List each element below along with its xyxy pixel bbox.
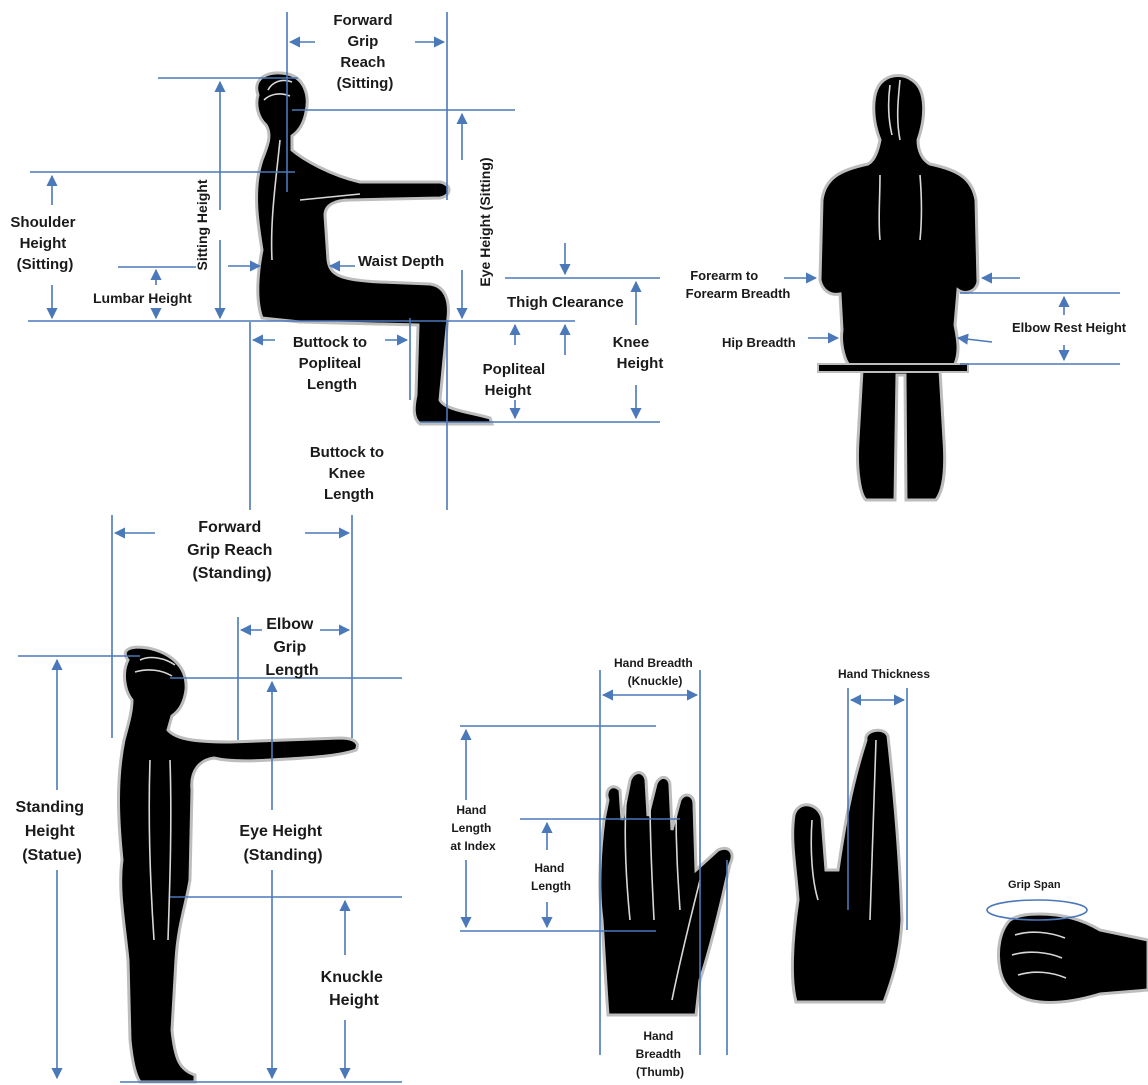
label-line: Popliteal — [483, 361, 546, 378]
label-shoulder-height-sitting: Shoulder Height (Sitting) — [10, 214, 79, 273]
label-line: Length — [324, 486, 374, 503]
label-buttock-to-knee-length: Buttock to Knee Length — [310, 444, 388, 503]
label-line: (Thumb) — [636, 1065, 684, 1079]
label-line: Length — [307, 376, 357, 393]
label-popliteal-height: Popliteal Height — [483, 361, 550, 399]
label-line: (Statue) — [22, 847, 82, 864]
label-forward-grip-reach-sitting: Forward Grip Reach (Sitting) — [333, 12, 396, 92]
label-lumbar-height: Lumbar Height — [93, 290, 192, 306]
label-line: Hand — [456, 803, 486, 817]
label-standing-height: Standing Height (Statue) — [16, 799, 89, 864]
label-line: Elbow — [266, 616, 314, 633]
label-hand-breadth-knuckle: Hand Breadth (Knuckle) — [614, 656, 696, 688]
fist-figure — [998, 914, 1148, 1003]
label-line: Grip Reach — [187, 542, 272, 559]
label-line: Knuckle — [321, 969, 383, 986]
label-line: Height — [329, 992, 379, 1009]
label-buttock-to-popliteal-length: Buttock to Popliteal Length — [293, 334, 371, 393]
label-grip-span: Grip Span — [1008, 879, 1061, 891]
label-line: Forward — [333, 12, 392, 29]
label-forward-grip-reach-standing: Forward Grip Reach (Standing) — [187, 519, 277, 582]
hand-palm-figure — [600, 773, 732, 1016]
label-line: (Standing) — [192, 565, 271, 582]
back-view-figure-silhouette — [818, 76, 978, 501]
label-hand-thickness: Hand Thickness — [838, 667, 930, 681]
label-line: (Sitting) — [337, 75, 394, 92]
label-line: Forearm Breadth — [686, 286, 791, 301]
label-line: Reach — [340, 54, 385, 71]
label-line: Length — [531, 879, 571, 893]
label-line: Forearm to — [690, 268, 758, 283]
label-line: Height — [485, 382, 532, 399]
label-line: Knee — [613, 334, 650, 351]
label-hand-length: Hand Length — [531, 861, 571, 893]
label-line: Breadth — [636, 1047, 681, 1061]
label-line: Grip — [273, 639, 306, 656]
label-line: at Index — [450, 839, 496, 853]
label-eye-height-standing: Eye Height (Standing) — [239, 823, 326, 864]
hand-side-figure — [792, 730, 902, 1002]
label-line: Hand Breadth — [614, 656, 693, 670]
label-eye-height-sitting: Eye Height (Sitting) — [477, 157, 493, 286]
label-sitting-height: Sitting Height — [194, 179, 210, 270]
label-line: Shoulder — [10, 214, 75, 231]
label-knee-height: Knee Height — [613, 334, 664, 372]
label-line: Buttock to — [293, 334, 367, 351]
label-line: Eye Height — [239, 823, 322, 840]
label-line: Length — [451, 821, 491, 835]
label-hip-breadth: Hip Breadth — [722, 335, 796, 350]
label-line: Buttock to — [310, 444, 384, 461]
label-hand-breadth-thumb: Hand Breadth (Thumb) — [636, 1029, 685, 1079]
label-knuckle-height: Knuckle Height — [321, 969, 388, 1009]
label-line: Standing — [16, 799, 84, 816]
sitting-figure-silhouette — [257, 73, 492, 424]
label-line: Hand — [534, 861, 564, 875]
label-thigh-clearance: Thigh Clearance — [507, 294, 624, 311]
label-line: Height — [617, 355, 664, 372]
label-elbow-rest-height: Elbow Rest Height — [1012, 320, 1127, 335]
label-line: Height — [25, 823, 75, 840]
label-line: Hand — [643, 1029, 673, 1043]
label-forearm-to-forearm-breadth: Forearm to Forearm Breadth — [686, 268, 791, 301]
label-line: (Sitting) — [17, 256, 74, 273]
label-line: Popliteal — [299, 355, 362, 372]
label-elbow-grip-length: Elbow Grip Length — [265, 616, 318, 679]
label-waist-depth: Waist Depth — [358, 253, 444, 270]
label-hand-length-at-index: Hand Length at Index — [450, 803, 496, 853]
label-line: Knee — [329, 465, 366, 482]
label-line: (Knuckle) — [628, 674, 683, 688]
label-line: Forward — [198, 519, 261, 536]
label-line: Grip — [347, 33, 378, 50]
label-line: (Standing) — [243, 847, 322, 864]
label-line: Height — [20, 235, 67, 252]
label-line: Length — [265, 662, 318, 679]
